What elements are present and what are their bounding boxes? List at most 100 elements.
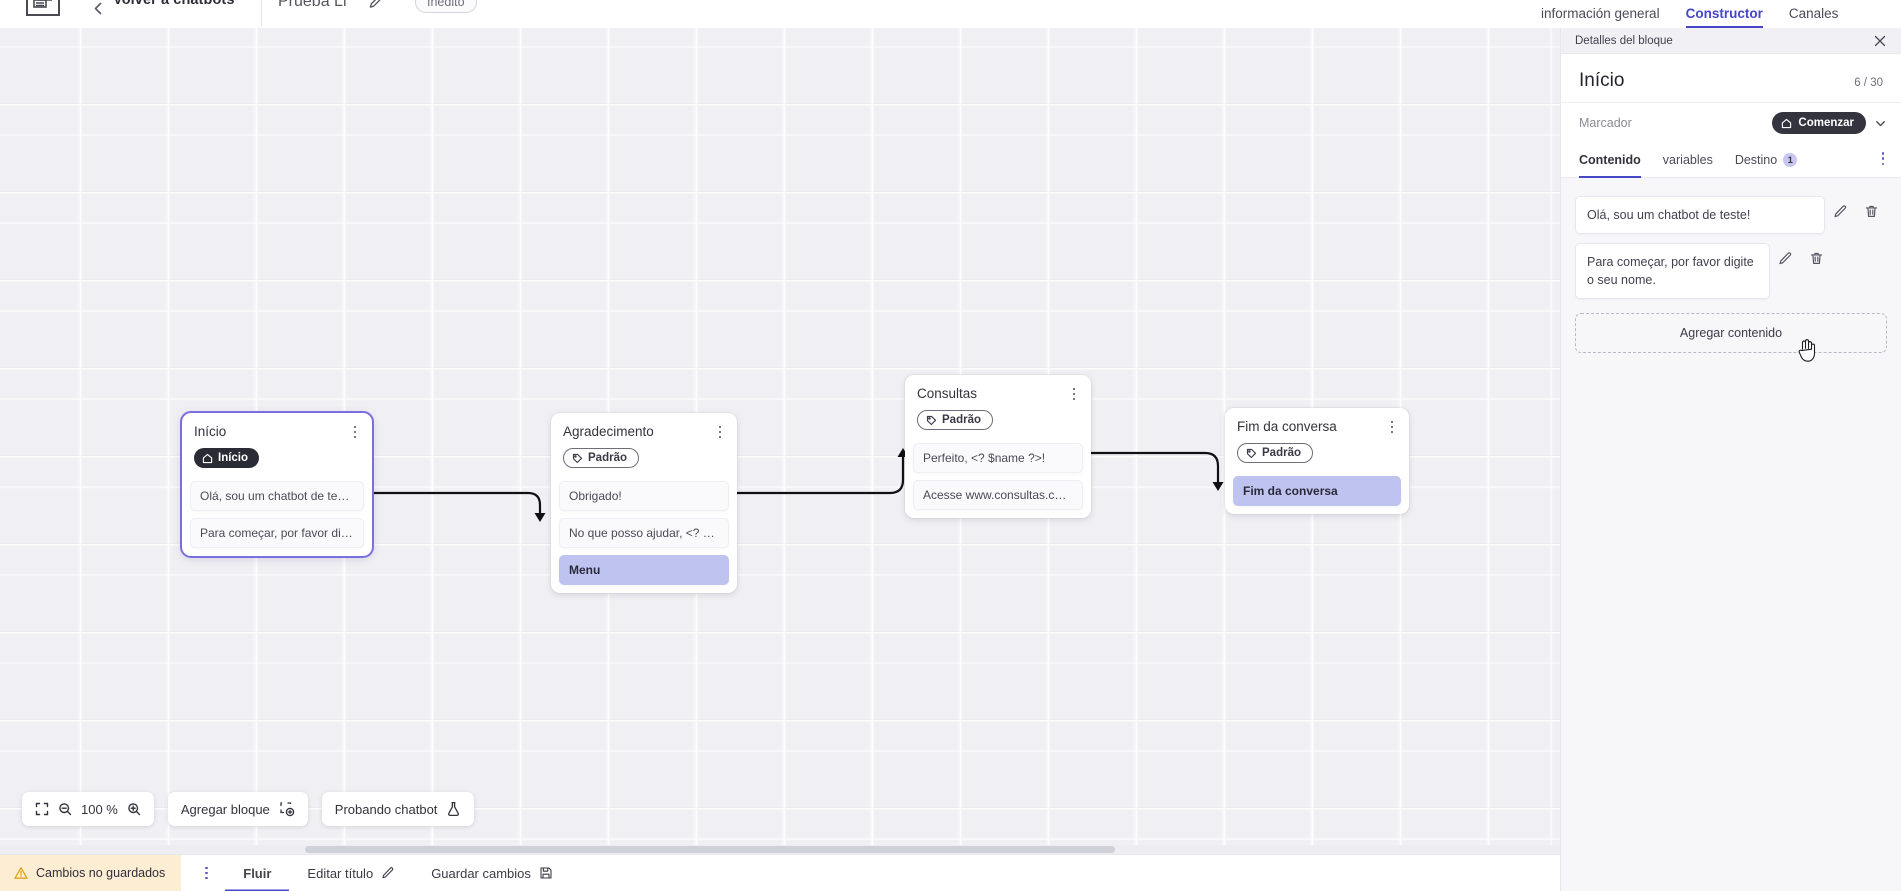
marker-value-badge[interactable]: Comenzar xyxy=(1772,112,1866,134)
node-badge-default[interactable]: Padrão xyxy=(1237,443,1313,463)
node-badge-default[interactable]: Padrão xyxy=(563,448,639,468)
tab-variables-label: variables xyxy=(1662,153,1713,167)
node-badge-label: Início xyxy=(218,452,249,464)
pencil-icon[interactable] xyxy=(1770,243,1801,266)
add-content-button[interactable]: Agregar contenido xyxy=(1575,313,1887,354)
node-chip-list: Olá, sou um chatbot de teste! Para começ… xyxy=(182,480,372,548)
node-badge-label: Padrão xyxy=(942,414,981,426)
flow-node-inicio[interactable]: Início Início Olá, sou um chatbot de tes… xyxy=(180,411,374,558)
close-icon[interactable] xyxy=(1873,34,1887,48)
zoom-in-icon[interactable] xyxy=(127,802,141,816)
tag-icon xyxy=(1246,448,1257,458)
node-badge-label: Padrão xyxy=(1262,447,1301,459)
kebab-menu-icon[interactable] xyxy=(1066,385,1082,403)
add-block-button[interactable]: Agregar bloque xyxy=(167,792,308,826)
chevron-down-icon[interactable] xyxy=(1874,117,1887,130)
node-badge-default[interactable]: Padrão xyxy=(917,410,993,430)
canvas-toolbar: 100 % Agregar bloque Probando chatbot xyxy=(22,792,475,826)
node-chip[interactable]: Para começar, por favor digite o ... xyxy=(190,517,364,548)
marker-row: Marcador Comenzar xyxy=(1561,102,1901,145)
top-bar: Volver a chatbots Prueba Li Inédito info… xyxy=(0,0,1901,28)
node-badge-row: Padrão xyxy=(551,439,737,469)
node-chip[interactable]: Acesse www.consultas.com par... xyxy=(913,479,1083,510)
tab-variables[interactable]: variables xyxy=(1663,145,1713,178)
node-chip-list: Obrigado! No que posso ajudar, <? $name … xyxy=(551,480,737,585)
flow-node-consultas[interactable]: Consultas Padrão Perfeito, <? $name ?>! … xyxy=(905,375,1091,518)
edit-title-button[interactable]: Editar título xyxy=(289,855,413,891)
flow-node-agradecimento[interactable]: Agradecimento Padrão Obrigado! No que po… xyxy=(551,413,737,593)
add-block-label: Agregar bloque xyxy=(180,801,270,817)
unsaved-changes-label: Cambios no guardados xyxy=(36,866,166,880)
node-chip-menu[interactable]: Menu xyxy=(559,554,729,585)
home-icon xyxy=(202,453,213,463)
node-header: Início xyxy=(182,413,372,439)
unsaved-changes-badge: Cambios no guardados xyxy=(0,854,182,891)
node-header: Agradecimento xyxy=(551,413,737,439)
node-chip-list: Perfeito, <? $name ?>! Acesse www.consul… xyxy=(905,442,1091,510)
pencil-icon[interactable] xyxy=(368,0,386,10)
content-text[interactable]: Para começar, por favor digite o seu nom… xyxy=(1575,243,1770,300)
back-to-chatbots-link[interactable]: Volver a chatbots xyxy=(113,0,235,8)
panel-content-list: Olá, sou um chatbot de teste! Para começ… xyxy=(1561,178,1901,891)
content-text[interactable]: Olá, sou um chatbot de teste! xyxy=(1575,196,1825,235)
trash-icon[interactable] xyxy=(1856,196,1887,219)
app-logo-icon[interactable] xyxy=(26,0,60,16)
node-chip-menu[interactable]: Fim da conversa xyxy=(1233,475,1401,506)
marker-controls: Comenzar xyxy=(1772,112,1887,134)
node-badge-row: Padrão xyxy=(1225,434,1409,464)
node-chip[interactable]: Perfeito, <? $name ?>! xyxy=(913,442,1083,473)
node-chip[interactable]: No que posso ajudar, <? $name ... xyxy=(559,517,729,548)
test-chatbot-button[interactable]: Probando chatbot xyxy=(321,792,475,826)
canvas-horizontal-scrollbar[interactable] xyxy=(0,845,1560,854)
trash-icon[interactable] xyxy=(1801,243,1832,266)
marker-value-label: Comenzar xyxy=(1798,117,1854,129)
kebab-menu-icon[interactable] xyxy=(197,866,215,880)
node-title: Agradecimento xyxy=(563,424,654,439)
test-chatbot-label: Probando chatbot xyxy=(334,801,438,817)
kebab-menu-icon[interactable] xyxy=(347,423,363,441)
zoom-level: 100 % xyxy=(81,801,118,817)
kebab-menu-icon[interactable] xyxy=(1875,152,1891,166)
node-chip-list: Fim da conversa xyxy=(1225,475,1409,506)
node-chip[interactable]: Obrigado! xyxy=(559,480,729,511)
tab-canales[interactable]: Canales xyxy=(1788,6,1839,21)
flow-canvas[interactable]: Início Início Olá, sou um chatbot de tes… xyxy=(0,28,1560,854)
warning-triangle-icon xyxy=(14,867,28,879)
tab-destino[interactable]: Destino 1 xyxy=(1734,145,1798,178)
content-row: Para começar, por favor digite o seu nom… xyxy=(1575,243,1887,300)
home-icon xyxy=(1782,118,1792,128)
flow-node-fim-da-conversa[interactable]: Fim da conversa Padrão Fim da conversa xyxy=(1225,408,1409,514)
node-badge-row: Início xyxy=(182,439,372,469)
save-changes-button[interactable]: Guardar cambios xyxy=(413,855,571,891)
add-content-label: Agregar contenido xyxy=(1679,326,1783,341)
content-row: Olá, sou um chatbot de teste! xyxy=(1575,196,1887,235)
flask-icon xyxy=(446,801,461,817)
tab-contenido[interactable]: Contenido xyxy=(1579,145,1641,178)
tab-destino-label: Destino xyxy=(1734,153,1778,167)
node-title: Consultas xyxy=(917,386,978,401)
back-chevron-icon[interactable] xyxy=(88,0,108,18)
pencil-icon[interactable] xyxy=(1825,196,1856,219)
kebab-menu-icon[interactable] xyxy=(712,423,728,441)
block-count: 6 / 30 xyxy=(1854,77,1883,89)
tab-informacion-general[interactable]: información general xyxy=(1541,6,1660,21)
panel-tabs: Contenido variables Destino 1 xyxy=(1561,145,1901,178)
node-badge-start[interactable]: Início xyxy=(194,448,260,468)
panel-header: Detalles del bloque xyxy=(1561,28,1901,54)
node-badge-label: Padrão xyxy=(588,452,627,464)
edit-title-label: Editar título xyxy=(307,865,374,881)
scrollbar-thumb[interactable] xyxy=(305,846,1115,853)
save-disk-icon xyxy=(540,867,552,879)
kebab-menu-icon[interactable] xyxy=(1384,418,1400,436)
page-title: Início xyxy=(1579,70,1625,91)
panel-title-row: Início 6 / 30 xyxy=(1561,54,1901,102)
bottom-status-bar: Cambios no guardados Fluir Editar título… xyxy=(0,854,1560,891)
node-title: Fim da conversa xyxy=(1237,419,1337,434)
node-chip[interactable]: Olá, sou um chatbot de teste! xyxy=(190,480,364,511)
node-header: Consultas xyxy=(905,375,1091,401)
fit-screen-icon[interactable] xyxy=(35,802,49,816)
tab-fluir[interactable]: Fluir xyxy=(225,855,289,891)
chatbot-title: Prueba Li xyxy=(278,0,347,10)
tab-constructor[interactable]: Constructor xyxy=(1685,6,1763,28)
zoom-out-icon[interactable] xyxy=(58,802,72,816)
